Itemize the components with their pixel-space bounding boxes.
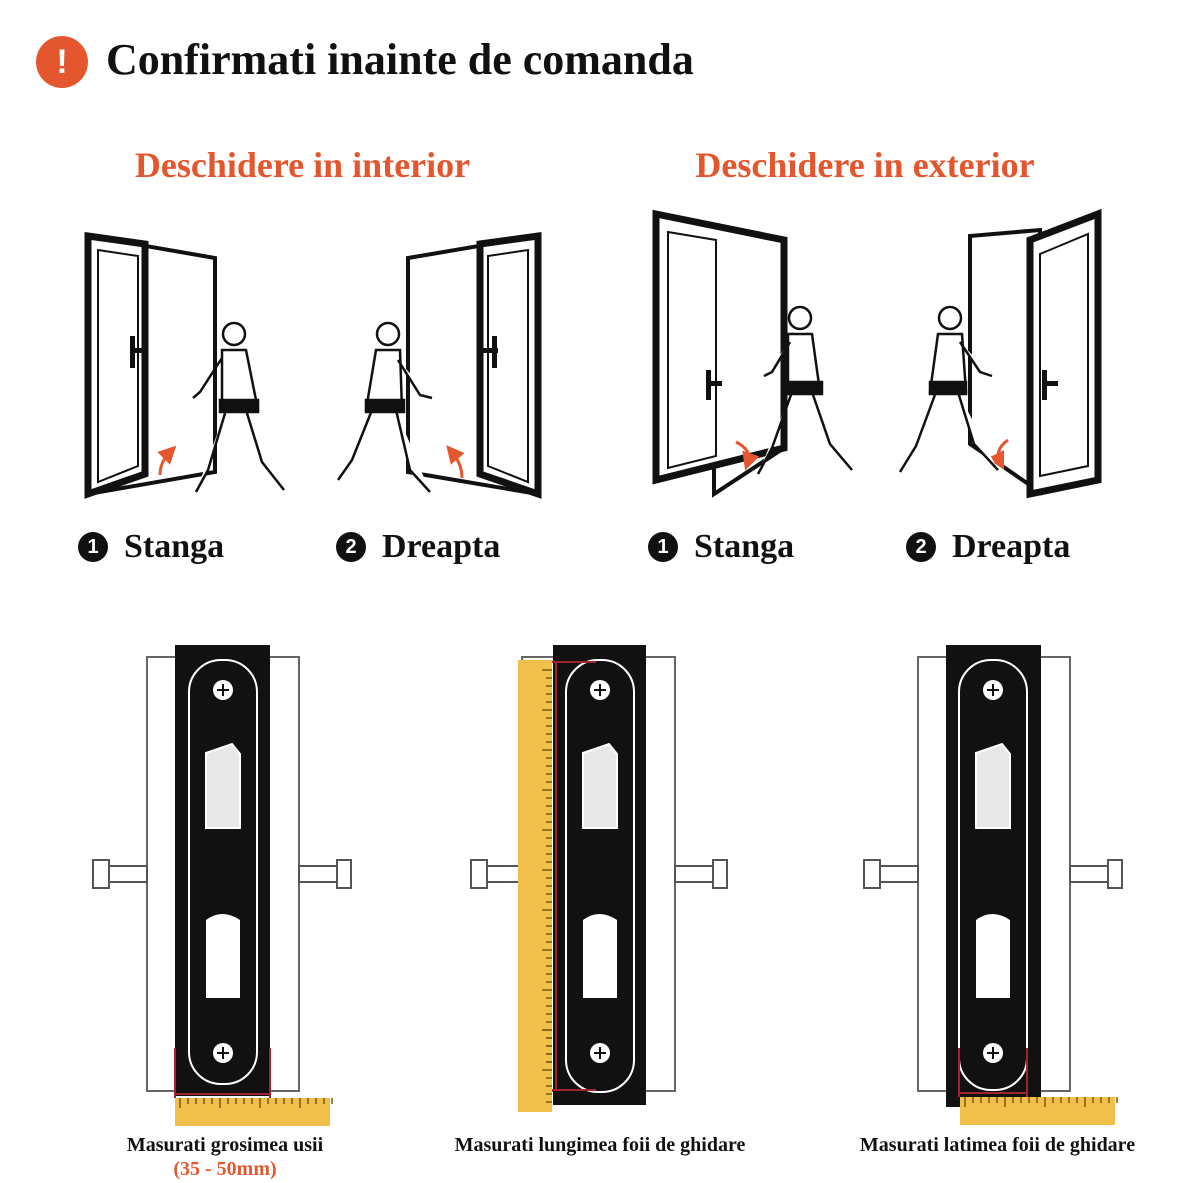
person-walking-icon: [898, 305, 999, 473]
spindle-right: [712, 859, 728, 889]
label-text: Stanga: [124, 528, 225, 565]
label-interior-left: 1 Stanga: [78, 528, 224, 566]
number-badge: 1: [648, 532, 678, 562]
lock-faceplate: [946, 645, 1041, 1107]
latch-bolt: [975, 742, 1011, 829]
deadbolt-hole: [206, 914, 240, 998]
swing-arrow-icon: [987, 438, 1009, 471]
section-title-exterior: Deschidere in exterior: [695, 145, 1035, 185]
lock-diagram-thickness: [92, 645, 352, 1126]
measure-line: [552, 661, 596, 1091]
caption-thickness-range: (35 - 50mm): [173, 1158, 277, 1180]
spindle-right: [1107, 859, 1123, 889]
person-walking-icon: [192, 321, 285, 493]
lock-faceplate: [175, 645, 270, 1096]
page-title: Confirmati inainte de comanda: [106, 35, 694, 84]
lock-diagram-length: [470, 645, 728, 1112]
swing-arrow-icon: [446, 445, 465, 479]
person-walking-icon: [336, 321, 433, 493]
section-title-interior: Deschidere in interior: [134, 145, 471, 185]
number-badge: 2: [336, 532, 366, 562]
door-interior-right: [336, 231, 542, 499]
number-badge: 1: [78, 532, 108, 562]
door-exterior-left: [652, 209, 853, 498]
caption-thickness: Masurati grosimea usii: [126, 1134, 324, 1156]
spindle-left: [470, 859, 488, 889]
label-interior-right: 2 Dreapta: [336, 528, 500, 566]
caption-width: Masurati latimea foii de ghidare: [859, 1134, 1136, 1156]
spindle-left: [92, 859, 110, 889]
number-badge: 2: [906, 532, 936, 562]
label-text: Dreapta: [952, 528, 1071, 565]
lock-diagram-width: [863, 645, 1123, 1125]
measure-line: [174, 1048, 271, 1098]
caption-length: Masurati lungimea foii de ghidare: [454, 1134, 746, 1156]
person-walking-icon: [756, 305, 853, 475]
label-exterior-right: 2 Dreapta: [906, 528, 1070, 566]
label-text: Dreapta: [382, 528, 501, 565]
swing-arrow-icon: [157, 445, 177, 476]
door-illustrations: [84, 208, 1102, 499]
label-text: Stanga: [694, 528, 795, 565]
door-exterior-right: [898, 208, 1102, 499]
swing-arrow-icon: [735, 440, 760, 471]
latch-bolt: [205, 742, 241, 829]
deadbolt-hole: [583, 914, 617, 998]
warning-icon: !: [36, 36, 88, 88]
measure-line: [958, 1048, 1028, 1097]
latch-bolt: [582, 742, 618, 829]
lock-faceplate: [553, 645, 646, 1105]
spindle-left: [863, 859, 881, 889]
door-interior-left: [84, 231, 285, 499]
lock-measurement-diagrams: [92, 645, 1123, 1126]
label-exterior-left: 1 Stanga: [648, 528, 794, 566]
deadbolt-hole: [976, 914, 1010, 998]
spindle-right: [336, 859, 352, 889]
